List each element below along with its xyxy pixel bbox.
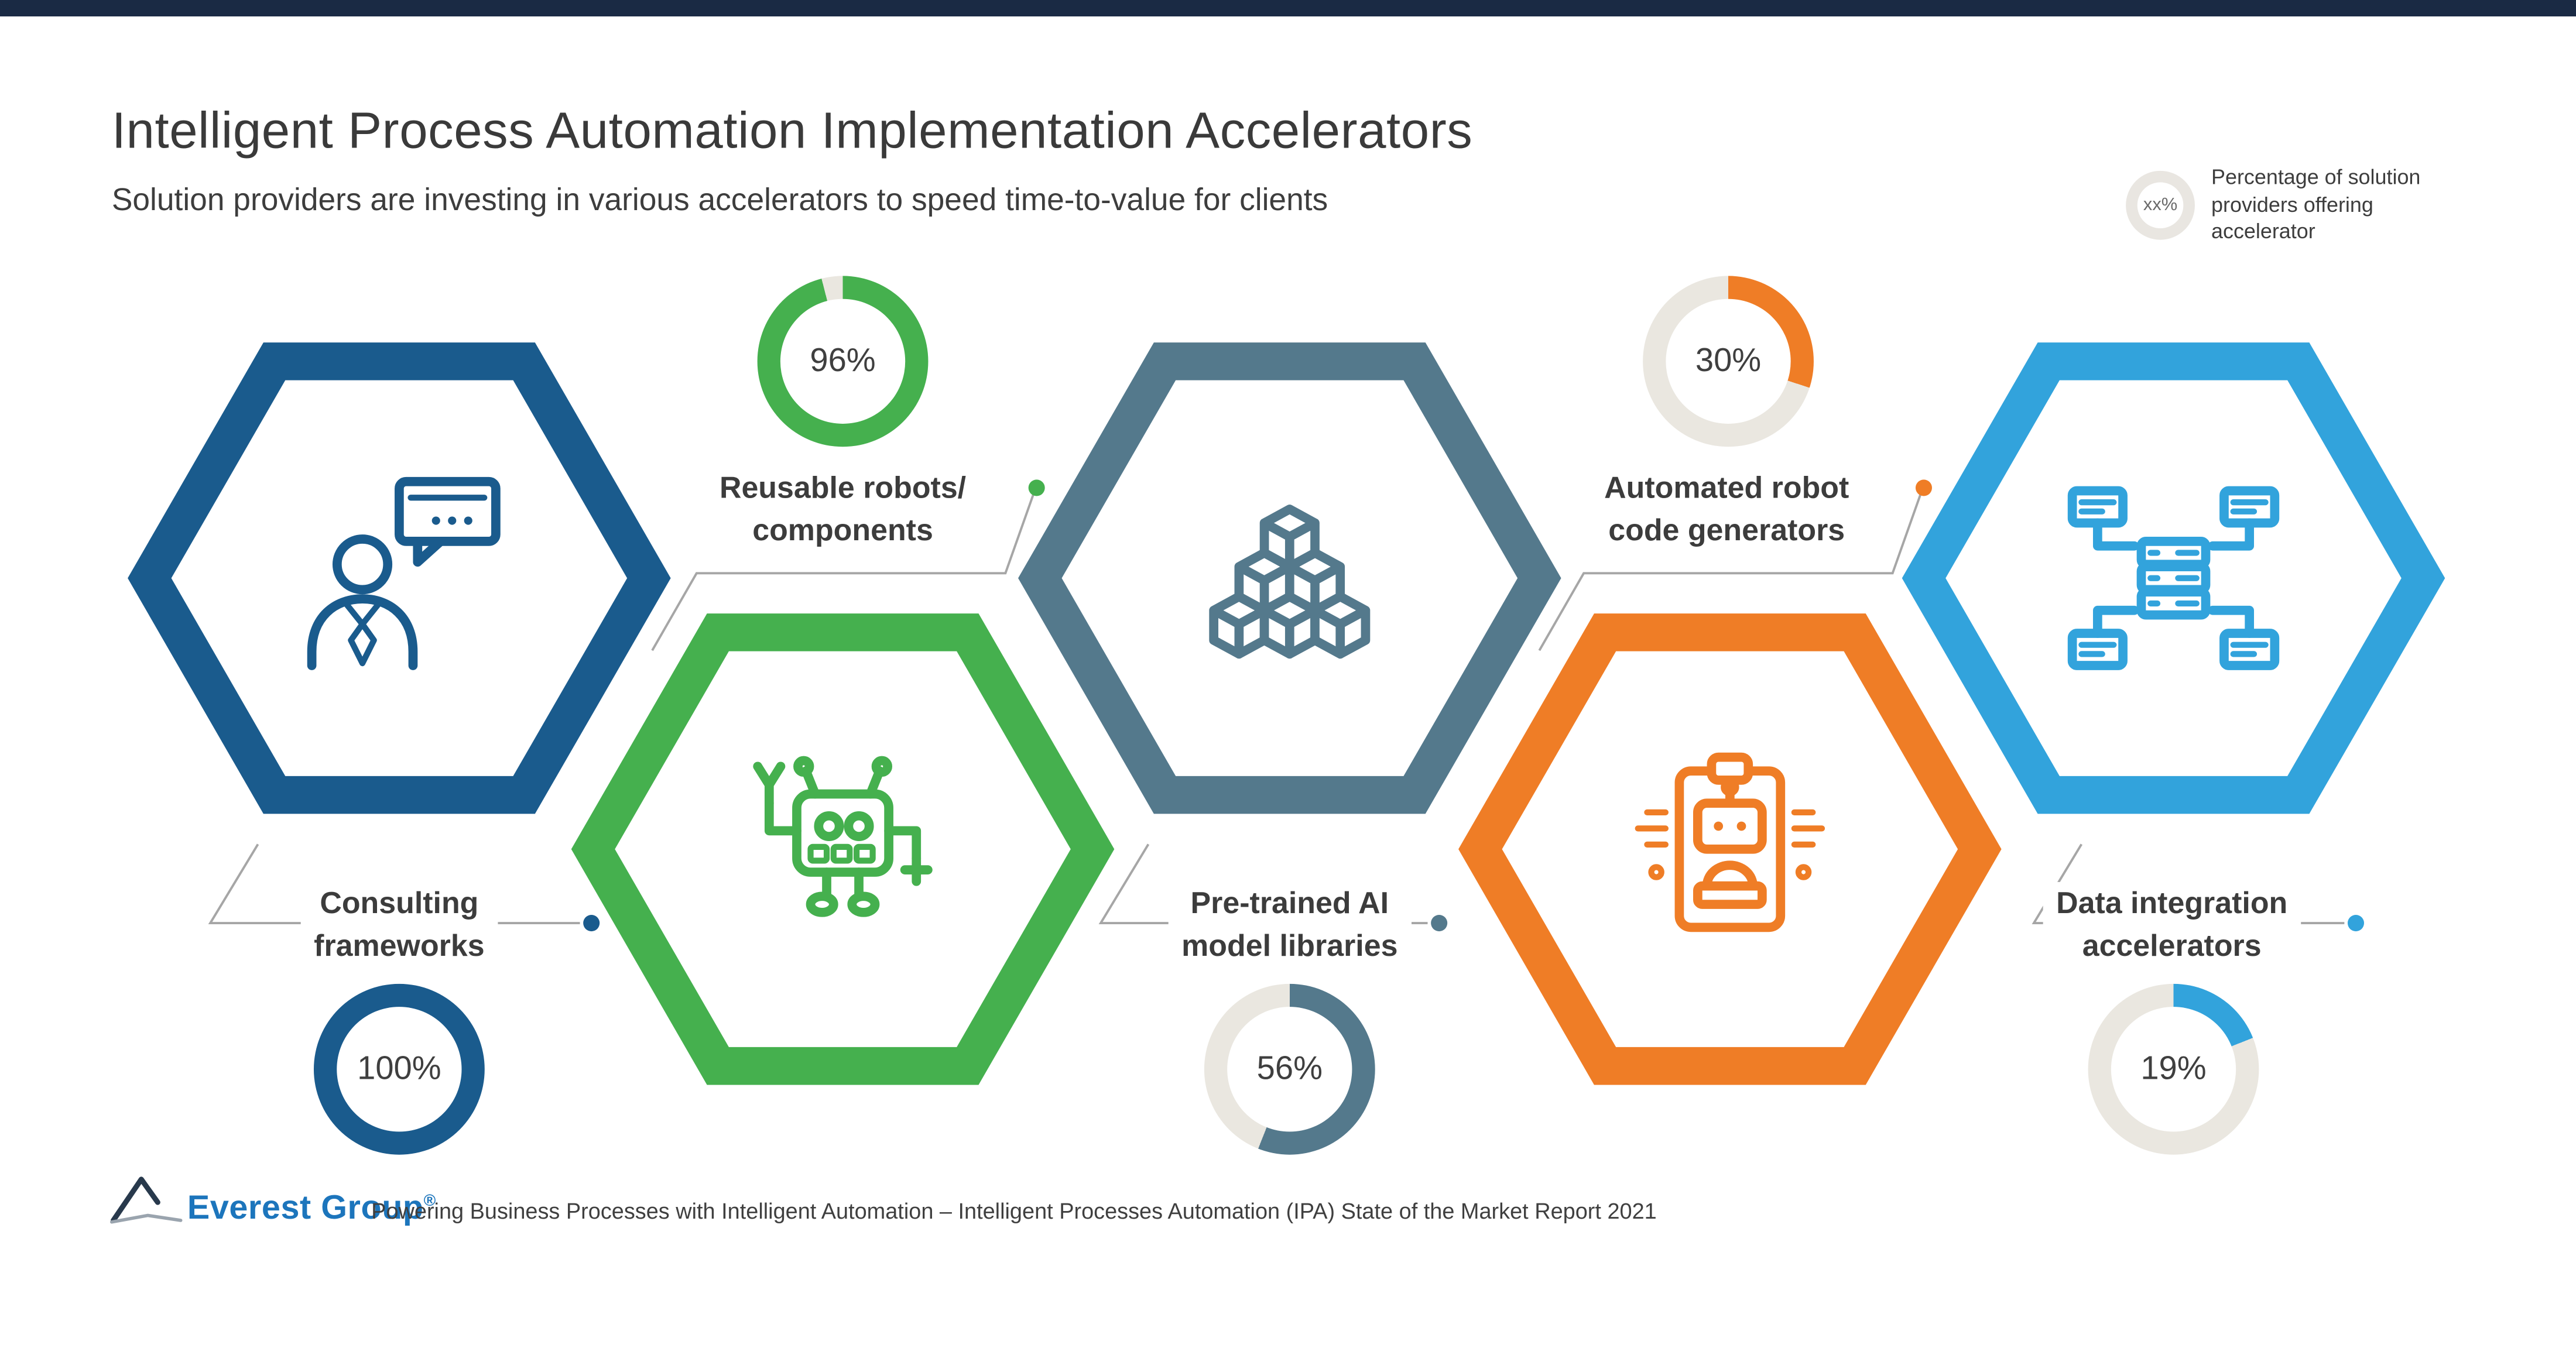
- connector-line: [208, 843, 580, 925]
- connector-dot: [1028, 479, 1045, 496]
- connector-line: [1538, 493, 1922, 651]
- connector-dot: [1915, 479, 1932, 496]
- everest-group-logo: Everest Group®: [187, 1189, 436, 1229]
- connector-line: [1098, 843, 1428, 925]
- connector-line: [2032, 843, 2345, 925]
- connector-line: [651, 493, 1034, 651]
- logo-text: Everest Group: [187, 1189, 424, 1227]
- source-text: Powering Business Processes with Intelli…: [371, 1199, 1657, 1224]
- registered-mark: ®: [423, 1192, 436, 1211]
- page-subtitle: Solution providers are investing in vari…: [111, 184, 1328, 219]
- mountain-icon: [110, 1177, 183, 1224]
- page-title: Intelligent Process Automation Implement…: [111, 101, 1473, 160]
- legend-text: Percentage of solution providers offerin…: [2211, 164, 2421, 243]
- connector-dot: [583, 915, 600, 932]
- connector-dot: [2347, 915, 2365, 932]
- connector-dot: [1431, 915, 1448, 932]
- legend-badge-label: xx%: [2143, 195, 2178, 215]
- top-accent-bar: [0, 0, 2576, 17]
